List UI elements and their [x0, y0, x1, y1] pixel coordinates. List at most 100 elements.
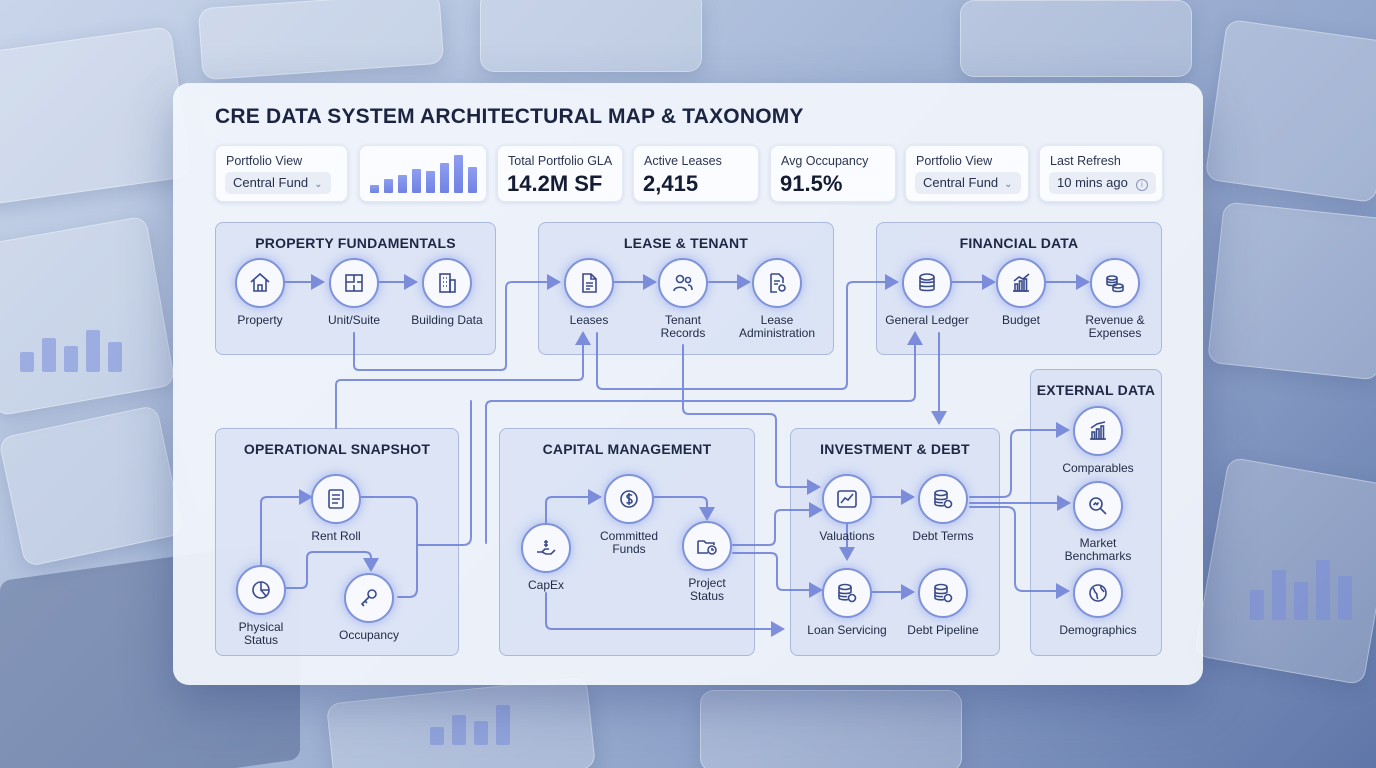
sparkline-bar: [384, 179, 393, 193]
node-label: Revenue & Expenses: [1085, 313, 1145, 340]
occupancy-label: Avg Occupancy: [781, 154, 869, 168]
node-label: Physical Status: [238, 620, 284, 647]
node-tenant-records[interactable]: Tenant Records: [628, 258, 738, 340]
coins-icon: [1090, 258, 1140, 308]
portfolio-view-value: Central Fund: [923, 175, 999, 190]
building-icon: [422, 258, 472, 308]
active-leases-card: Active Leases 2,415: [633, 145, 759, 202]
floorplan-icon: [329, 258, 379, 308]
node-label: Loan Servicing: [807, 623, 887, 637]
key-icon: [344, 573, 394, 623]
occupancy-value: 91.5%: [780, 171, 843, 196]
wire: [682, 344, 821, 495]
architecture-panel: CRE DATA SYSTEM ARCHITECTURAL MAP & TAXO…: [173, 83, 1203, 685]
group-title: FINANCIAL DATA: [959, 235, 1079, 251]
bg-tile: [197, 0, 445, 81]
group-title: PROPERTY FUNDAMENTALS: [255, 235, 456, 251]
pie-chart-icon: [236, 565, 286, 615]
chevron-down-icon: ⌄: [1004, 179, 1013, 190]
node-debt-pipeline[interactable]: Debt Pipeline: [888, 568, 998, 637]
node-label: Building Data: [411, 313, 483, 327]
info-icon: i: [1135, 179, 1148, 191]
node-property[interactable]: Property: [205, 258, 315, 327]
node-lease-administration[interactable]: Lease Administration: [722, 258, 832, 340]
node-label: Debt Pipeline: [907, 623, 979, 637]
last-refresh-pill[interactable]: 10 mins ago i: [1049, 172, 1156, 194]
node-budget[interactable]: Budget: [966, 258, 1076, 327]
wire: [416, 400, 472, 546]
sparkline-bar: [398, 175, 407, 193]
node-leases[interactable]: Leases: [534, 258, 644, 327]
active-leases-label: Active Leases: [644, 154, 722, 168]
bg-tile: [0, 215, 176, 417]
magnifier-icon: [1073, 481, 1123, 531]
node-label: CapEx: [527, 578, 565, 592]
node-comparables[interactable]: Comparables: [1043, 406, 1153, 475]
node-capex[interactable]: CapEx: [491, 523, 601, 592]
node-rent-roll[interactable]: Rent Roll: [281, 474, 391, 543]
node-label: Tenant Records: [660, 313, 706, 340]
bg-tile: [480, 0, 702, 72]
node-loan-servicing[interactable]: Loan Servicing: [792, 568, 902, 637]
node-demographics[interactable]: Demographics: [1043, 568, 1153, 637]
bg-tile: [0, 404, 184, 568]
node-physical-status[interactable]: Physical Status: [206, 565, 316, 647]
node-label: Occupancy: [338, 628, 400, 642]
node-project-status[interactable]: Project Status: [652, 521, 762, 603]
occupancy-card: Avg Occupancy 91.5%: [770, 145, 896, 202]
wire: [732, 552, 823, 598]
portfolio-view-dropdown[interactable]: Central Fund ⌄: [915, 172, 1021, 194]
node-label: Demographics: [1059, 623, 1137, 637]
dollar-coin-icon: [604, 474, 654, 524]
node-valuations[interactable]: Valuations: [792, 474, 902, 543]
node-committed-funds[interactable]: Committed Funds: [574, 474, 684, 556]
users-icon: [658, 258, 708, 308]
node-label: Budget: [1001, 313, 1041, 327]
portfolio-view-label: Portfolio View: [226, 154, 303, 168]
node-label: Market Benchmarks: [1064, 536, 1132, 563]
portfolio-view-card-2: Portfolio View Central Fund⌄: [905, 145, 1029, 202]
group-investment-debt: INVESTMENT & DEBT: [790, 428, 1000, 656]
group-title: INVESTMENT & DEBT: [820, 441, 970, 457]
node-building-data[interactable]: Building Data: [392, 258, 502, 327]
database-dollar-icon: [918, 568, 968, 618]
node-market-benchmarks[interactable]: Market Benchmarks: [1043, 481, 1153, 563]
node-unit-suite[interactable]: Unit/Suite: [299, 258, 409, 327]
page-title: CRE DATA SYSTEM ARCHITECTURAL MAP & TAXO…: [215, 105, 804, 128]
node-debt-terms[interactable]: Debt Terms: [888, 474, 998, 543]
folder-clock-icon: [682, 521, 732, 571]
database-icon: [902, 258, 952, 308]
database-dollar-icon: [918, 474, 968, 524]
bg-tile: [700, 690, 962, 768]
group-title: CAPITAL MANAGEMENT: [542, 441, 712, 457]
wire: [358, 496, 418, 598]
house-icon: [235, 258, 285, 308]
node-label: Lease Administration: [738, 313, 816, 340]
wire: [485, 331, 923, 544]
wire: [969, 506, 1070, 599]
node-label: Project Status: [688, 576, 726, 603]
node-revenue-expenses[interactable]: Revenue & Expenses: [1060, 258, 1170, 340]
sparkline-bar: [412, 169, 421, 193]
gla-label: Total Portfolio GLA: [508, 154, 613, 168]
trend-chart-icon: [822, 474, 872, 524]
wire: [969, 422, 1070, 498]
database-dollar-icon: [822, 568, 872, 618]
portfolio-view-value: Central Fund: [233, 175, 309, 190]
bar-chart-icon: [1073, 406, 1123, 456]
sparkline-chart: [370, 155, 477, 193]
wire: [545, 592, 785, 637]
node-occupancy[interactable]: Occupancy: [314, 573, 424, 642]
node-general-ledger[interactable]: General Ledger: [872, 258, 982, 327]
group-title: EXTERNAL DATA: [1036, 382, 1156, 398]
wire: [353, 274, 561, 371]
sparkline-bar: [426, 171, 435, 193]
wire: [596, 274, 899, 390]
bar-chart-trend-icon: [996, 258, 1046, 308]
sparkline-bar: [370, 185, 379, 193]
chevron-down-icon: ⌄: [314, 179, 323, 190]
last-refresh-value: 10 mins ago: [1057, 175, 1128, 190]
node-label: Committed Funds: [599, 529, 658, 556]
portfolio-view-dropdown[interactable]: Central Fund ⌄: [225, 172, 331, 194]
